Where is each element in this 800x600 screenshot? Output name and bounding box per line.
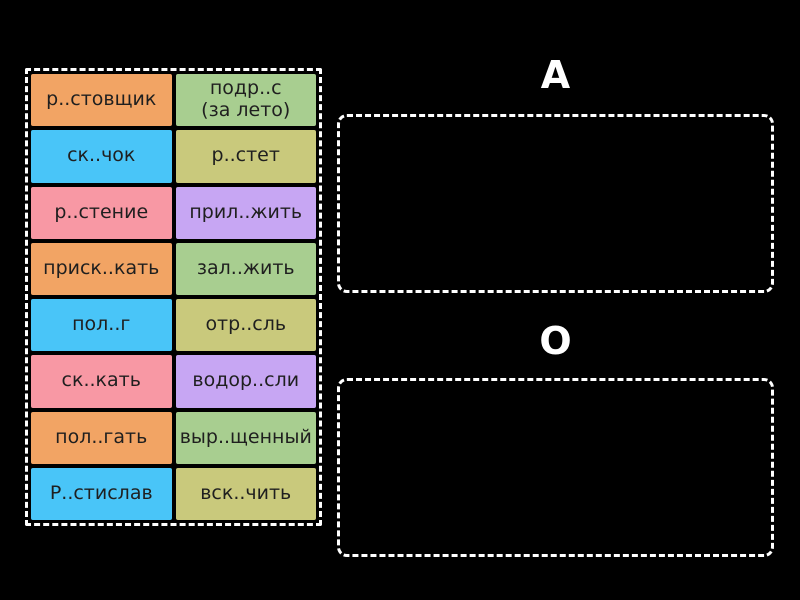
word-tile[interactable]: отр..сль [175, 299, 316, 352]
category-label-o: О [539, 319, 572, 363]
word-tile[interactable]: подр..с (за лето) [175, 74, 316, 127]
word-tile[interactable]: водор..сли [175, 355, 316, 408]
word-tile[interactable]: пол..гать [31, 411, 172, 464]
word-tile[interactable]: ск..кать [31, 355, 172, 408]
word-tile[interactable]: пол..г [31, 299, 172, 352]
word-tile[interactable]: р..стовщик [31, 74, 172, 127]
dropzone-o[interactable] [337, 378, 774, 557]
word-tile[interactable]: вск..чить [175, 467, 316, 520]
word-tile[interactable]: зал..жить [175, 242, 316, 295]
word-tile[interactable]: прил..жить [175, 186, 316, 239]
category-label-a: А [540, 53, 571, 97]
word-tile[interactable]: выр..щенный [175, 411, 316, 464]
word-tile[interactable]: ск..чок [31, 130, 172, 183]
word-tile[interactable]: приск..кать [31, 242, 172, 295]
word-tile[interactable]: р..стение [31, 186, 172, 239]
tile-panel: р..стовщик подр..с (за лето) ск..чок р..… [25, 68, 322, 526]
word-tile[interactable]: Р..стислав [31, 467, 172, 520]
word-tile[interactable]: р..стет [175, 130, 316, 183]
tile-grid: р..стовщик подр..с (за лето) ск..чок р..… [31, 74, 316, 520]
dropzone-a[interactable] [337, 114, 774, 293]
